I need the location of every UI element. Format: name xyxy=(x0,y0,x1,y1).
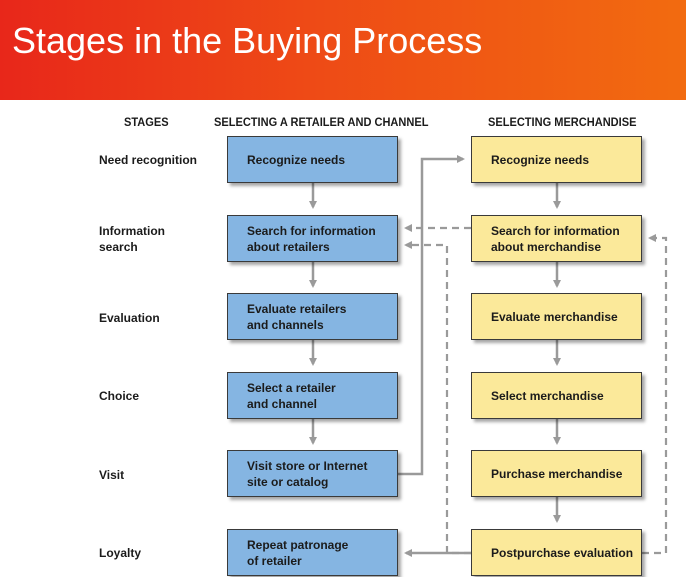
merchandise-box-label: Select merchandise xyxy=(491,388,604,403)
merchandise-box-label: Evaluate merchandise xyxy=(491,309,618,324)
retailer-box-select: Select a retailer and channel xyxy=(227,372,398,419)
retailer-box-label: Repeat patronage of retailer xyxy=(247,537,349,568)
retailer-box-visit: Visit store or Internet site or catalog xyxy=(227,450,398,497)
merchandise-box-search: Search for information about merchandise xyxy=(471,215,642,262)
column-header-stages: STAGES xyxy=(124,115,169,129)
stage-evaluation: Evaluation xyxy=(99,311,160,325)
stage-visit: Visit xyxy=(99,468,125,482)
merchandise-box-label: Purchase merchandise xyxy=(491,466,623,481)
column-header-retailer: SELECTING A RETAILER AND CHANNEL xyxy=(214,115,429,129)
merchandise-box-select: Select merchandise xyxy=(471,372,642,419)
stage-information-search: Information search xyxy=(99,224,165,254)
merchandise-box-evaluate: Evaluate merchandise xyxy=(471,293,642,340)
merchandise-box-recognize-needs: Recognize needs xyxy=(471,136,642,183)
retailer-box-recognize-needs: Recognize needs xyxy=(227,136,398,183)
retailer-box-evaluate: Evaluate retailers and channels xyxy=(227,293,398,340)
stage-need-recognition: Need recognition xyxy=(99,153,198,167)
retailer-box-label: Recognize needs xyxy=(247,152,346,167)
merchandise-box-label: Postpurchase evaluation xyxy=(491,545,634,560)
merchandise-box-postpurchase: Postpurchase evaluation xyxy=(471,529,642,576)
visit-to-recognize-arrow xyxy=(398,155,465,476)
retailer-box-label: Visit store or Internet site or catalog xyxy=(247,458,368,489)
retailer-box-repeat-patronage: Repeat patronage of retailer xyxy=(227,529,398,576)
retailer-box-search: Search for information about retailers xyxy=(227,215,398,262)
retailer-box-label: Search for information about retailers xyxy=(247,223,376,254)
retailer-box-label: Evaluate retailers and channels xyxy=(247,301,347,332)
column-header-merchandise: SELECTING MERCHANDISE xyxy=(488,115,637,129)
stage-choice: Choice xyxy=(99,389,140,403)
title-bar: Stages in the Buying Process xyxy=(0,0,686,100)
merchandise-box-label: Recognize needs xyxy=(491,152,590,167)
postpurchase-to-merch-search-dashed xyxy=(642,234,668,555)
postpurchase-to-retailer-search-dashed xyxy=(404,241,471,555)
merchandise-box-purchase: Purchase merchandise xyxy=(471,450,642,497)
retailer-box-label: Select a retailer and channel xyxy=(247,380,336,411)
stage-loyalty: Loyalty xyxy=(99,546,142,560)
page-title: Stages in the Buying Process xyxy=(12,20,483,61)
merchandise-box-label: Search for information about merchandise xyxy=(491,223,620,254)
